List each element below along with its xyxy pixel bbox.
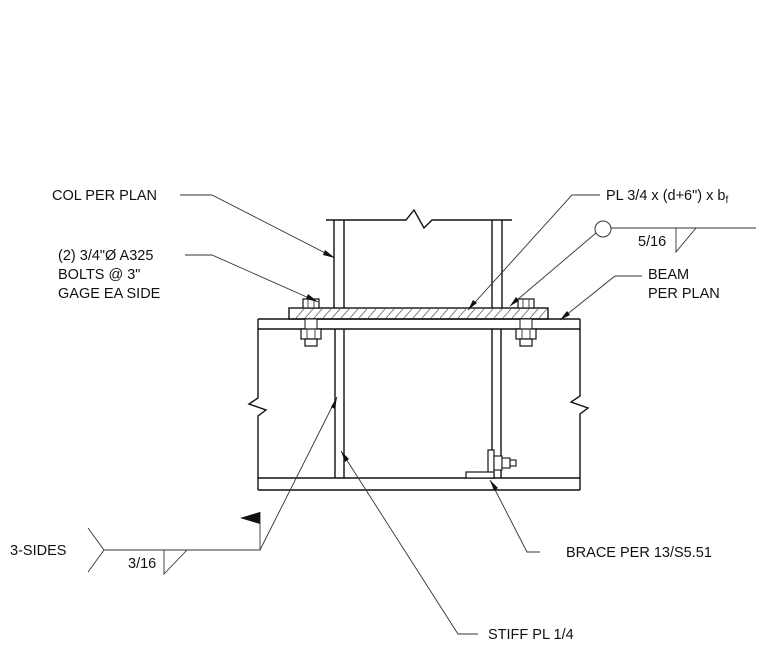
plate-hatch-line <box>475 308 485 319</box>
brace-clip-angle <box>465 449 517 479</box>
label-beam-line1: BEAM <box>648 267 689 283</box>
beam <box>247 318 590 491</box>
label-beam-line2: PER PLAN <box>648 286 720 302</box>
plate-hatch-line <box>367 308 377 319</box>
plate-hatch-line <box>313 308 323 319</box>
plate-hatch-line <box>412 308 422 319</box>
weld-all-around-circle-icon <box>594 220 612 238</box>
label-stiff-plate: STIFF PL 1/4 <box>488 627 574 643</box>
plate-hatch-line <box>394 308 404 319</box>
label-bolts-line3: GAGE EA SIDE <box>58 286 161 302</box>
cap-plate <box>288 307 549 320</box>
label-weld-5-16: 5/16 <box>638 234 666 250</box>
plate-hatch-line <box>466 308 476 319</box>
plate-hatch-line <box>484 308 494 319</box>
plate-hatch-line <box>421 308 431 319</box>
plate-hatch-line <box>511 308 521 319</box>
plate-hatch-line <box>457 308 467 319</box>
label-brace: BRACE PER 13/S5.51 <box>566 545 712 561</box>
label-plate: PL 3/4 x (d+6") x bf <box>606 188 728 206</box>
stiffener-left <box>334 329 345 478</box>
plate-hatch-line <box>529 308 539 319</box>
column <box>326 208 512 308</box>
plate-hatch-line <box>403 308 413 319</box>
plate-hatch-line <box>304 308 314 319</box>
label-col-per-plan: COL PER PLAN <box>52 188 157 204</box>
plate-hatch-line <box>385 308 395 319</box>
plate-hatch-line <box>439 308 449 319</box>
plate-hatch-line <box>358 308 368 319</box>
label-three-sides: 3-SIDES <box>10 543 66 559</box>
bolt-right <box>515 298 537 347</box>
leader-lines <box>87 194 756 635</box>
plate-hatch-line <box>493 308 503 319</box>
plate-hatch-line <box>520 308 530 319</box>
bolt-left <box>300 298 322 347</box>
plate-hatch-line <box>502 308 512 319</box>
plate-hatch-line <box>331 308 341 319</box>
plate-hatch-line <box>349 308 359 319</box>
label-weld-3-16: 3/16 <box>128 556 156 572</box>
field-weld-flag-icon <box>240 512 260 524</box>
plate-hatch-line <box>376 308 386 319</box>
plate-hatch-line <box>322 308 332 319</box>
plate-hatch-line <box>430 308 440 319</box>
plate-hatch-line <box>340 308 350 319</box>
plate-hatch-line <box>538 308 548 319</box>
label-bolts-line2: BOLTS @ 3" <box>58 267 140 283</box>
label-bolts-line1: (2) 3/4"Ø A325 <box>58 248 153 264</box>
plate-hatch-line <box>295 308 305 319</box>
plate-hatch-line <box>448 308 458 319</box>
